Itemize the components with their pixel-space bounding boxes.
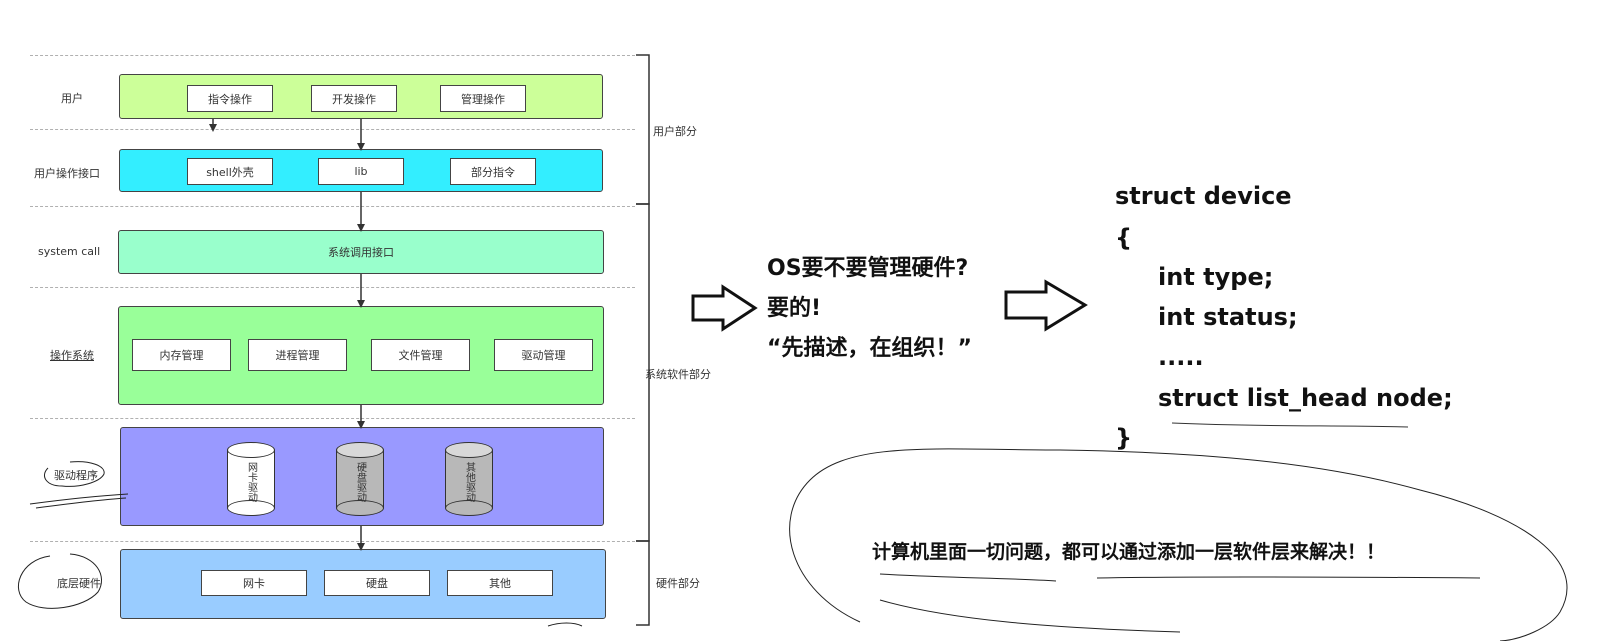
cylinder-nic-driver: 网卡驱动 [227,442,275,516]
chip-process-mgmt: 进程管理 [248,339,347,371]
chip-nic: 网卡 [201,570,307,596]
layer-driver: 网卡驱动 硬盘驱动 其他驱动 [120,427,604,526]
bracket-label-user-part: 用户部分 [653,125,697,138]
layer-label-driver: 驱动程序 [54,469,98,482]
chip-driver-mgmt: 驱动管理 [494,339,593,371]
chip-admin-op: 管理操作 [440,85,526,112]
layer-label-os: 操作系统 [50,349,94,362]
bracket-label-hardware-part: 硬件部分 [656,577,700,590]
layer-hardware: 网卡 硬盘 其他 [120,549,606,619]
note-text: 计算机里面一切问题，都可以通过添加一层软件层来解决！！ [872,541,1386,563]
layer-label-hardware: 底层硬件 [57,577,101,590]
scribble-circle [17,553,102,609]
cylinder-disk-driver: 硬盘驱动 [336,442,384,516]
layer-system-call: 系统调用接口 [118,230,604,274]
chip-dev-op: 开发操作 [311,85,397,112]
layer-label-user: 用户 [61,92,83,105]
bracket-user-part [636,54,650,205]
chip-memory-mgmt: 内存管理 [132,339,231,371]
underline-list-head [1171,422,1409,428]
layer-label-system-call: system call [38,245,101,258]
big-arrow-1 [691,284,758,332]
layer-os: 内存管理 进程管理 文件管理 驱动管理 [118,306,604,405]
scribble-line [879,599,1181,633]
scribble-circle [44,461,105,487]
separator-line [30,287,635,288]
cylinder-other-driver: 其他驱动 [445,442,493,516]
syscall-interface-text: 系统调用接口 [328,246,394,259]
separator-line [30,55,635,56]
code-line-4: int status; [1158,303,1298,331]
note-underline [879,573,1057,582]
bracket-label-system-part: 系统软件部分 [645,368,711,381]
big-arrow-2 [1004,279,1088,332]
chip-other: 其他 [447,570,553,596]
scribble-line [29,493,129,505]
separator-line [30,129,635,130]
layer-user: 指令操作 开发操作 管理操作 [119,74,603,119]
question-text: OS要不要管理硬件? [767,256,969,281]
chip-command-op: 指令操作 [187,85,273,112]
chip-shell: shell外壳 [187,158,273,185]
scribble-line [35,497,127,509]
scribble-mark [547,622,583,627]
note-underline [1096,576,1481,579]
code-line-3: int type; [1158,263,1274,291]
separator-line [30,541,635,542]
separator-line [30,206,635,207]
chip-partial-commands: 部分指令 [450,158,536,185]
chip-disk: 硬盘 [324,570,430,596]
code-line-2: { [1115,224,1133,252]
code-line-1: struct device [1115,182,1292,210]
code-line-6: struct list_head node; [1158,384,1453,412]
layer-label-user-interface: 用户操作接口 [34,167,100,180]
code-line-7: } [1115,424,1133,452]
code-line-5: ..... [1158,343,1204,371]
layer-user-interface: shell外壳 lib 部分指令 [119,149,603,192]
separator-line [30,418,635,419]
bracket-system-part [636,203,650,542]
answer-text: 要的! [767,296,822,321]
chip-lib: lib [318,158,404,185]
scribble-loop [789,448,1568,641]
chip-file-mgmt: 文件管理 [371,339,470,371]
quote-text: “先描述，在组织！” [767,336,972,361]
bracket-hardware-part [636,540,650,626]
